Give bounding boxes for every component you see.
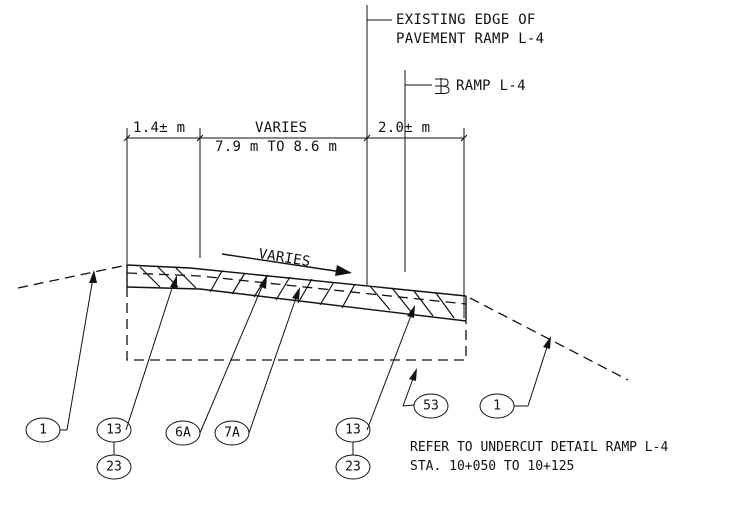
dimension-lines: 1.4± m VARIES 7.9 m TO 8.6 m 2.0± m [123, 120, 468, 318]
callout-6a-text: 6A [175, 426, 191, 441]
callout-1-right: 1 [479, 393, 515, 419]
callout-23-right: 23 [335, 454, 371, 480]
note-line1: REFER TO UNDERCUT DETAIL RAMP L-4 [410, 440, 668, 455]
callout-6a: 6A [165, 420, 201, 446]
callout-23-left-text: 23 [106, 460, 122, 475]
callout-13-left: 13 [96, 417, 132, 443]
leader-lines [60, 270, 551, 455]
dim-left-label: 1.4± m [133, 120, 185, 136]
existing-ground-lines [17, 264, 629, 381]
callout-7a-text: 7A [224, 426, 240, 441]
dim-right-label: 2.0± m [378, 120, 430, 136]
dim-mid-label-line1: VARIES [255, 120, 307, 136]
callout-23-left: 23 [96, 454, 132, 480]
callout-53: 53 [413, 393, 449, 419]
existing-edge-label-line1: EXISTING EDGE OF [396, 12, 536, 28]
callout-1-left-text: 1 [39, 423, 47, 438]
centerline-annotation: RAMP L-4 [404, 70, 526, 272]
callout-13-right-text: 13 [345, 423, 361, 438]
centerline-label: RAMP L-4 [456, 78, 526, 94]
centerline-symbol-icon [434, 78, 450, 94]
callout-1-right-text: 1 [493, 399, 501, 414]
undercut-note: REFER TO UNDERCUT DETAIL RAMP L-4 STA. 1… [410, 440, 668, 474]
note-line2: STA. 10+050 TO 10+125 [410, 459, 574, 474]
dim-mid-label-line2: 7.9 m TO 8.6 m [215, 139, 337, 155]
existing-edge-annotation: EXISTING EDGE OF PAVEMENT RAMP L-4 [366, 5, 544, 285]
callout-7a: 7A [214, 420, 250, 446]
callout-23-right-text: 23 [345, 460, 361, 475]
callout-53-text: 53 [423, 399, 439, 414]
pavement-section [126, 264, 467, 361]
callout-13-left-text: 13 [106, 423, 122, 438]
callout-13-right: 13 [335, 417, 371, 443]
existing-edge-label-line2: PAVEMENT RAMP L-4 [396, 31, 544, 47]
callout-1-left: 1 [25, 417, 61, 443]
slope-arrow: VARIES [221, 246, 352, 276]
